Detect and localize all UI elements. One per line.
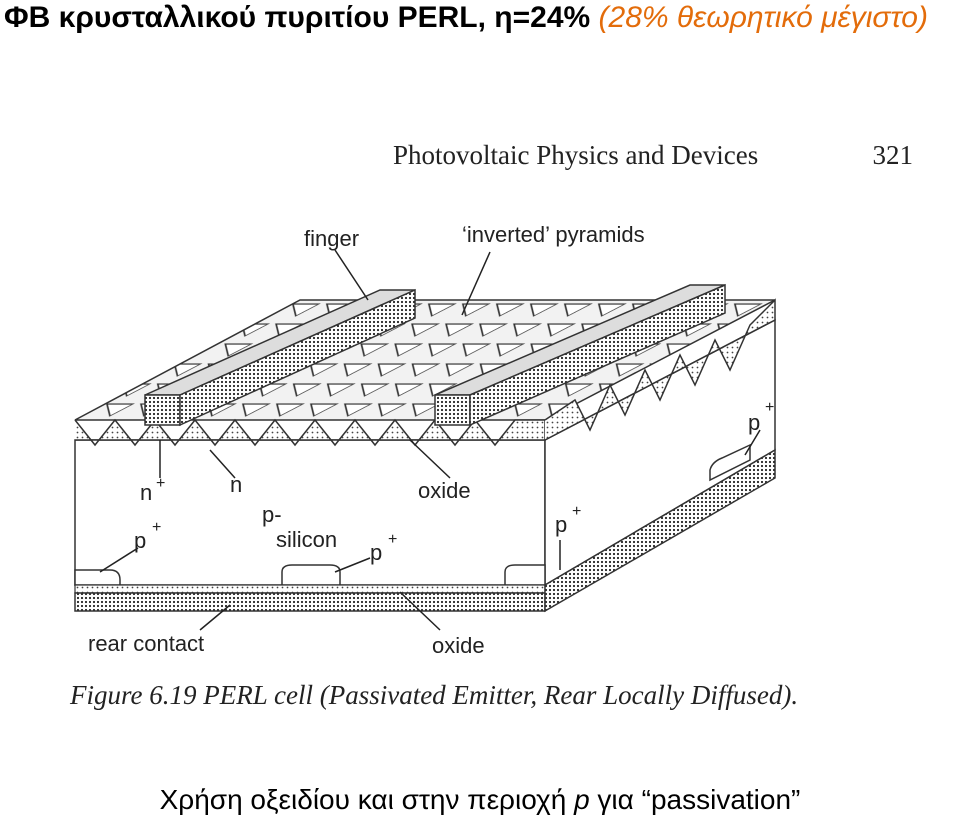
leader-lines	[99, 249, 761, 631]
finger-left-side	[179, 288, 416, 427]
slide-footer: Χρήση οξειδίου και στην περιοχή p για “p…	[0, 784, 960, 816]
finger-right-front	[434, 394, 471, 426]
side-zigzag-edge	[544, 298, 776, 441]
label-finger: finger	[304, 226, 359, 251]
title-note: (28% θεωρητικό μέγιστο)	[598, 1, 928, 34]
label-p-plus-right: p	[555, 512, 567, 537]
book-page-header: Photovoltaic Physics and Devices 321	[393, 140, 913, 171]
rear-contact-front	[74, 592, 546, 612]
label-p-minus: p-	[262, 502, 282, 527]
label-p-plus-right-sup: +	[572, 503, 581, 520]
label-p-plus-top-right-sup: +	[765, 399, 774, 416]
figure-caption: Figure 6.19 PERL cell (Passivated Emitte…	[70, 680, 799, 710]
label-p-plus-mid-sup: +	[388, 531, 397, 548]
book-page-number: 321	[872, 140, 914, 170]
p-plus-bump-side	[709, 443, 751, 482]
rear-layers-side	[544, 448, 776, 613]
p-plus-bump-right	[504, 564, 546, 586]
label-n-plus-sup: +	[156, 475, 165, 492]
label-oxide-bottom: oxide	[432, 633, 485, 658]
label-oxide-top: oxide	[418, 478, 471, 503]
footer-italic: p	[574, 784, 590, 815]
footer-post: για “passivation”	[589, 784, 801, 815]
title-main: ΦΒ κρυσταλλικού πυριτίου PERL, η=24%	[4, 1, 591, 34]
rear-oxide-front	[74, 584, 546, 594]
p-plus-bump-left	[74, 569, 121, 586]
label-p-plus-left: p	[134, 528, 146, 553]
label-p-plus-left-sup: +	[152, 519, 161, 536]
front-face	[74, 439, 546, 586]
label-silicon: silicon	[276, 527, 337, 552]
label-inverted-pyramids: ‘inverted’ pyramids	[462, 222, 645, 247]
slide-title: ΦΒ κρυσταλλικού πυριτίου PERL, η=24% (28…	[4, 0, 928, 36]
label-p-plus-mid: p	[370, 540, 382, 565]
p-plus-bump-mid	[281, 564, 341, 586]
label-n-plus: n	[140, 480, 152, 505]
finger-right-side	[469, 283, 726, 427]
label-n: n	[230, 472, 242, 497]
book-header-title: Photovoltaic Physics and Devices	[393, 140, 759, 170]
label-rear-contact: rear contact	[88, 631, 204, 656]
finger-left-front	[144, 394, 181, 426]
label-p-plus-top-right: p	[748, 410, 760, 435]
footer-pre: Χρήση οξειδίου και στην περιοχή	[159, 784, 575, 815]
